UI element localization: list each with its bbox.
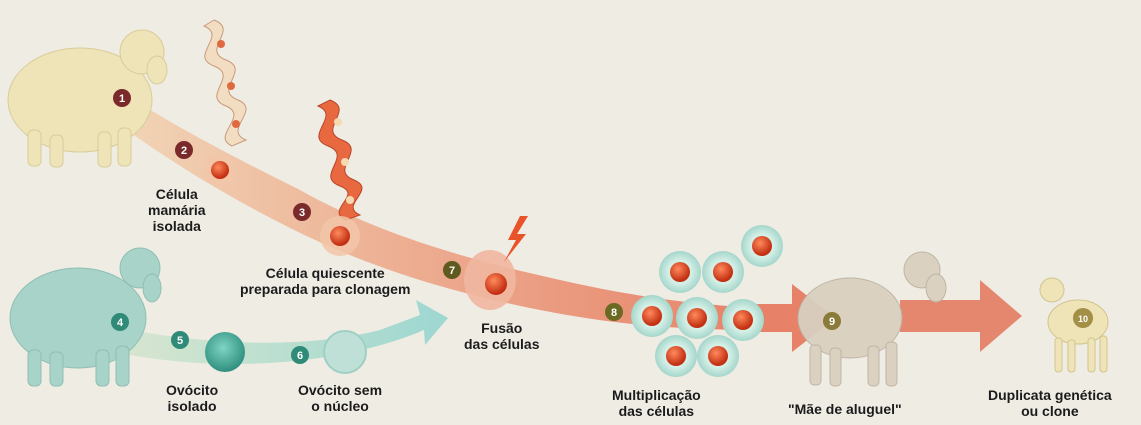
step-badge-6-text: 6 bbox=[297, 350, 303, 362]
step-badge-5: 5 bbox=[171, 331, 189, 349]
step-badge-10: 10 bbox=[1073, 308, 1093, 328]
mammary-cell bbox=[204, 154, 236, 186]
label-multiplicacao: Multiplicação das células bbox=[612, 387, 701, 419]
step-badge-10-text: 10 bbox=[1078, 314, 1088, 324]
oocyte-cell bbox=[205, 332, 245, 372]
oocyte-path bbox=[105, 300, 448, 364]
clone-lamb bbox=[1040, 278, 1108, 372]
label-duplicata: Duplicata genética ou clone bbox=[988, 387, 1112, 419]
step-badge-8: 8 bbox=[605, 303, 623, 321]
enucleated-oocyte-cell bbox=[324, 331, 366, 373]
step-badge-7-text: 7 bbox=[449, 265, 455, 277]
step-badge-2: 2 bbox=[175, 141, 193, 159]
step-badge-7: 7 bbox=[443, 261, 461, 279]
step-badge-3: 3 bbox=[293, 203, 311, 221]
step-badge-9-text: 9 bbox=[829, 316, 835, 328]
step-badge-3-text: 3 bbox=[299, 207, 305, 219]
donor-sheep bbox=[8, 30, 167, 167]
step-badge-1-text: 1 bbox=[119, 93, 125, 105]
multiplied-cells bbox=[631, 225, 783, 377]
step-badge-8-text: 8 bbox=[611, 307, 617, 319]
step-badge-1: 1 bbox=[113, 89, 131, 107]
spark-icon bbox=[504, 216, 528, 262]
quiescent-cell bbox=[320, 216, 360, 256]
step-badge-4-text: 4 bbox=[117, 317, 124, 329]
label-celula-mamaria: Célula mamária isolada bbox=[148, 186, 206, 234]
step-badge-2-text: 2 bbox=[181, 145, 187, 157]
main-path bbox=[110, 88, 760, 330]
step-badge-9: 9 bbox=[823, 312, 841, 330]
egg-donor-sheep bbox=[10, 248, 161, 386]
label-mae-de-aluguel: "Mãe de aluguel" bbox=[788, 401, 902, 417]
arrow-to-clone bbox=[900, 280, 1022, 352]
dna-ribbon-1 bbox=[204, 20, 246, 146]
label-ovocito-sem-nucleo: Ovócito sem o núcleo bbox=[298, 382, 382, 414]
label-fusao: Fusão das células bbox=[464, 320, 540, 352]
step-badge-6: 6 bbox=[291, 346, 309, 364]
label-ovocito-isolado: Ovócito isolado bbox=[166, 382, 218, 414]
label-celula-quiescente: Célula quiescente preparada para clonage… bbox=[240, 265, 410, 297]
step-badge-4: 4 bbox=[111, 313, 129, 331]
dna-ribbon-2 bbox=[318, 100, 362, 220]
step-badge-5-text: 5 bbox=[177, 335, 183, 347]
